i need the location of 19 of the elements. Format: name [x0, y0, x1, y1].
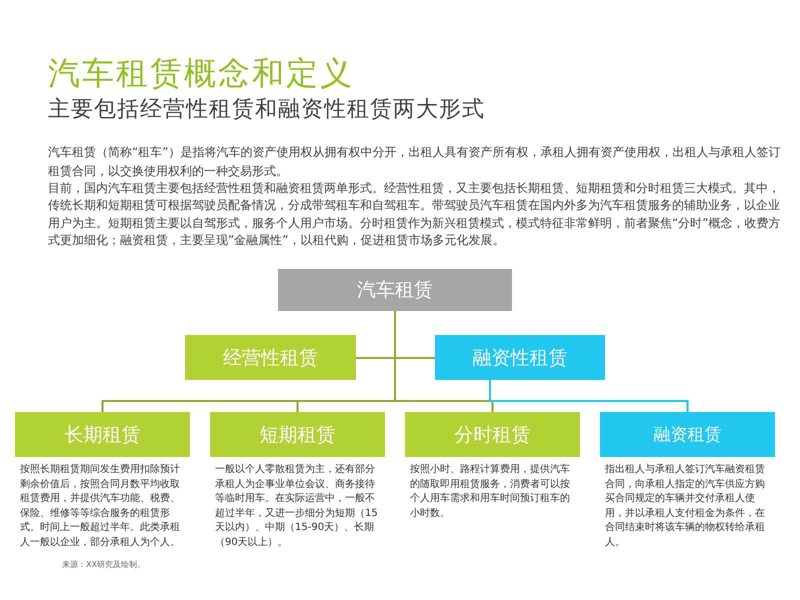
subtitle: 主要包括经营性租赁和融资性租赁两大形式 — [48, 96, 486, 124]
category-box: 分时租赁 — [405, 412, 580, 457]
description-text: 按照小时、路程计算费用，提供汽车的随取即用租赁服务，消费者可以按个人用车需求和用车时间预订租车的小时数。 — [410, 463, 571, 520]
description-text: 按照长期租赁期间发生费用扣除预计剩余价值后，按照合同月数平均收取租赁费用，并提供汽车功能、税费、保险、维修等等综合服务的租赁形式。时间上一般超过半年。此类承租人一般以企业，部分承租人为个人。 — [20, 463, 181, 550]
category-box: 长期租赁 — [15, 412, 190, 457]
connector-line — [356, 357, 494, 412]
connector-line — [489, 380, 688, 412]
description-text: 指出租人与承租人签订汽车融资租赁合同，向承租人指定的汽车供应方购买合同规定的车辆并交付承租人使用，并以承租人支付租金为条件，在合同结束时将该车辆的物权转给承租人。 — [605, 463, 766, 550]
title: 汽车租赁概念和定义 — [48, 53, 354, 94]
paragraph: 目前，国内汽车租赁主要包括经营性租赁和融资租赁两单形式。经营性租赁，又主要包括长期租赁、短期租赁和分时租赁三大模式。其中，传统长期和短期租赁可根据驾驶员配备情况，分成带驾租车和自驾租车。带驾驶员汽车租赁在国内外多为汽车租赁服务的辅助业务，以企业用户为主。短期租赁主要以自驾形式，服务个人用户市场。分时租赁作为新兴租赁模式，模式特征非常鲜明，前者聚焦“分时”概念，收费方式更加细化；融资租赁，主要呈现”金融属性”，以租代购，促进租赁市场多元化发展。 — [48, 180, 782, 250]
category-box: 融资租赁 — [600, 412, 775, 457]
description-text: 一般以个人零散租赁为主，还有部分承租人为企事业单位会议、商务接待等临时用车。在实际运营中，一般不超过半年，又进一步细分为短期（15天以内）、中期（15-90天）、长期（90天以上）。 — [215, 463, 379, 550]
category-box: 汽车租赁 — [278, 269, 512, 311]
category-box: 经营性租赁 — [185, 335, 356, 380]
connector-line — [394, 311, 435, 359]
paragraph: 汽车租赁（简称“租车”）是指将汽车的资产使用权从拥有权中分开，出租人具有资产所有权，承租人拥有资产使用权，出租人与承租人签订租赁合同，以交换使用权利的一种交易形式。 — [48, 144, 782, 180]
category-box: 短期租赁 — [210, 412, 385, 457]
category-box: 融资性租赁 — [435, 335, 605, 380]
source-note: 来源：XX研究及绘制。 — [62, 560, 146, 570]
